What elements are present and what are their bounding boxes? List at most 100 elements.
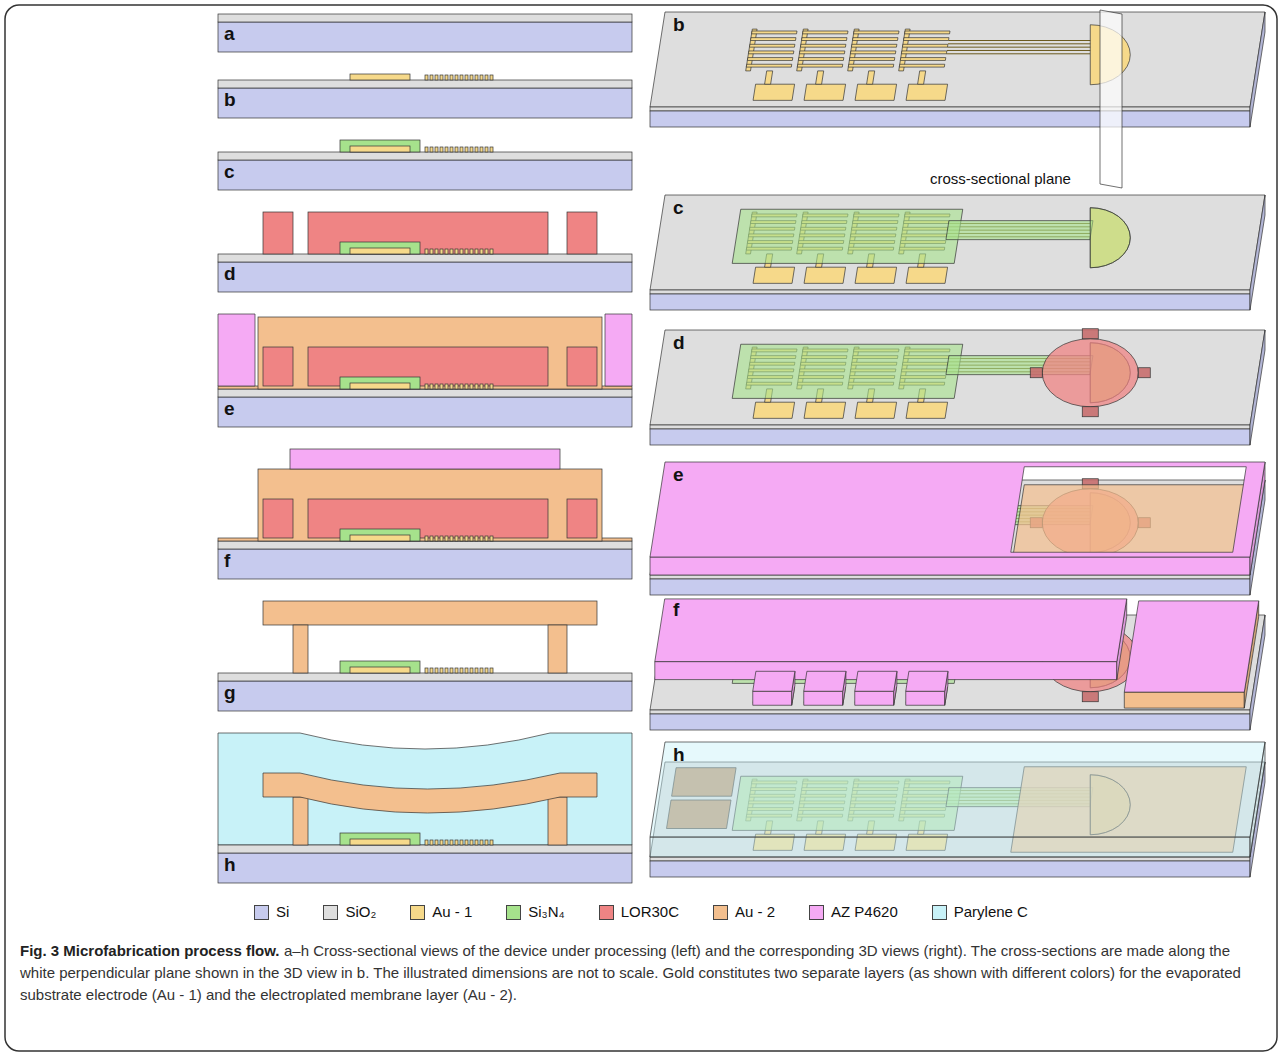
legend-item: Si₃N₄: [506, 903, 564, 921]
comb-finger: [445, 536, 448, 541]
legend-swatch: [713, 905, 728, 920]
legend-item: Si: [254, 903, 289, 921]
comb-finger: [460, 147, 463, 152]
comb-finger: [455, 536, 458, 541]
three-d-view: [650, 599, 1265, 730]
bond-pad: [753, 402, 795, 418]
bond-pad: [855, 402, 897, 418]
panel-letter: c: [224, 162, 235, 181]
nitride-layer: [340, 661, 420, 673]
bond-pad: [753, 267, 795, 283]
lead-wire: [947, 47, 1091, 48]
nitride-layer: [732, 209, 963, 263]
membrane-post: [548, 797, 567, 845]
comb-finger: [748, 51, 793, 54]
comb-finger: [435, 75, 438, 80]
legend-item: LOR30C: [599, 903, 679, 921]
sacrificial-layer: [263, 499, 293, 538]
photoresist: [855, 671, 897, 691]
comb-finger: [490, 840, 493, 845]
comb-finger: [455, 75, 458, 80]
bond-pad: [804, 84, 846, 100]
oxide-layer: [218, 541, 632, 549]
panel-letter: a: [224, 24, 235, 43]
comb-finger: [490, 536, 493, 541]
anchor-tab: [1030, 368, 1042, 378]
panel-letter: c: [673, 198, 684, 217]
comb-finger: [803, 31, 848, 34]
comb-finger: [480, 840, 483, 845]
comb-finger: [480, 75, 483, 80]
membrane: [263, 601, 597, 625]
lead-wire: [948, 43, 1092, 44]
si-substrate: [218, 88, 632, 118]
nitride-layer: [340, 377, 420, 389]
comb-finger: [470, 536, 473, 541]
si-substrate: [218, 160, 632, 190]
comb-finger: [450, 536, 453, 541]
bond-pad: [906, 84, 948, 100]
comb-finger: [485, 249, 488, 254]
photoresist: [855, 691, 894, 705]
legend-swatch: [410, 905, 425, 920]
cross-section: [218, 601, 632, 711]
si-substrate: [650, 429, 1250, 445]
three-d-view: [650, 10, 1265, 188]
legend-text: SiO₂: [345, 903, 376, 921]
comb-finger: [460, 249, 463, 254]
comb-finger: [440, 668, 443, 673]
comb-finger: [445, 384, 448, 389]
comb-finger: [455, 668, 458, 673]
oxide-layer: [650, 425, 1250, 429]
oxide-layer: [218, 389, 632, 397]
photoresist: [804, 691, 843, 705]
oxide-layer: [650, 107, 1250, 111]
photoresist: [650, 557, 1250, 575]
photoresist: [218, 314, 255, 386]
legend-swatch: [506, 905, 521, 920]
comb-finger: [460, 75, 463, 80]
photoresist: [906, 671, 948, 691]
comb-finger: [490, 668, 493, 673]
comb-finger: [435, 668, 438, 673]
comb-finger: [470, 384, 473, 389]
deflected-membrane: [263, 773, 597, 813]
legend-item: Parylene C: [932, 903, 1028, 921]
comb-finger: [440, 384, 443, 389]
figure-title: Fig. 3 Microfabrication process flow.: [20, 942, 280, 959]
comb-finger: [440, 840, 443, 845]
lead-wire: [946, 53, 1090, 54]
comb-finger: [470, 840, 473, 845]
electroplated-gold: [1124, 692, 1244, 708]
oxide-layer: [218, 254, 632, 262]
legend-text: Parylene C: [954, 903, 1028, 921]
lead-wire: [816, 71, 824, 84]
comb-finger: [435, 840, 438, 845]
comb-finger: [470, 249, 473, 254]
comb-finger: [485, 384, 488, 389]
si-substrate: [1250, 12, 1265, 127]
three-d-view: [650, 742, 1265, 877]
comb-finger: [430, 384, 433, 389]
oxide-layer: [218, 845, 632, 853]
comb-finger: [480, 249, 483, 254]
anchor-tab: [1138, 368, 1150, 378]
comb-finger: [455, 840, 458, 845]
comb-finger: [470, 75, 473, 80]
photoresist: [650, 462, 1265, 557]
si-substrate: [218, 397, 632, 427]
photoresist: [605, 314, 632, 386]
three-d-view: [650, 329, 1265, 445]
comb-finger: [430, 147, 433, 152]
comb-finger: [440, 147, 443, 152]
panel-letter: h: [224, 855, 236, 874]
comb-finger: [899, 64, 944, 67]
legend-text: Au - 1: [432, 903, 472, 921]
oxide-layer: [650, 575, 1250, 579]
comb-finger: [465, 536, 468, 541]
figure-frame: [5, 5, 1277, 1051]
cross-section: [218, 74, 632, 118]
wafer-top: [650, 330, 1265, 425]
oxide-layer: [218, 80, 632, 88]
